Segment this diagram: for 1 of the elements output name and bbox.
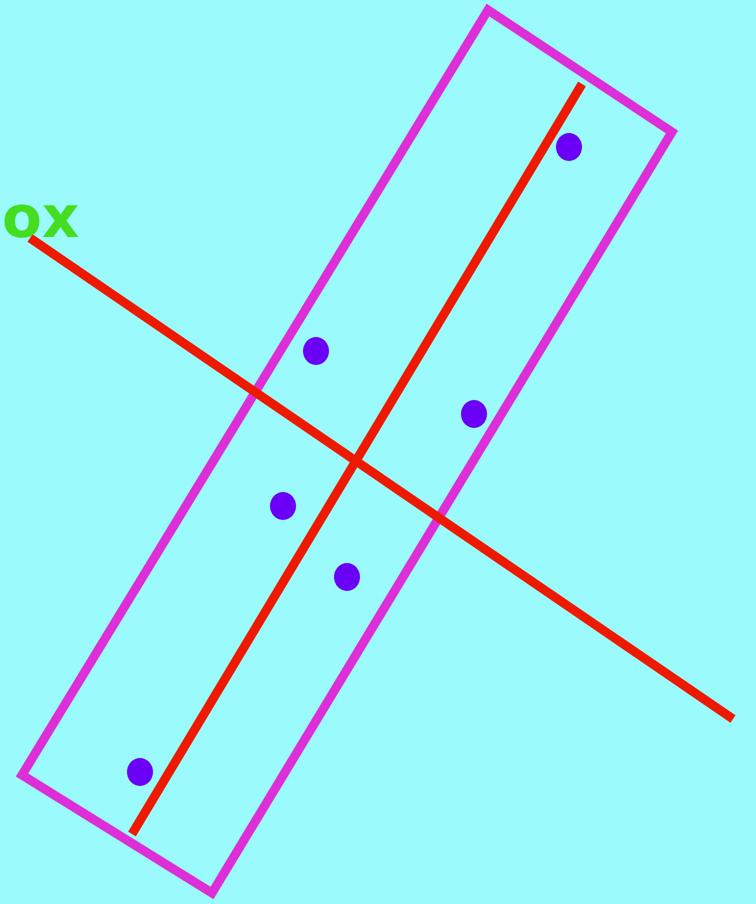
axis-label: ox — [2, 188, 80, 246]
